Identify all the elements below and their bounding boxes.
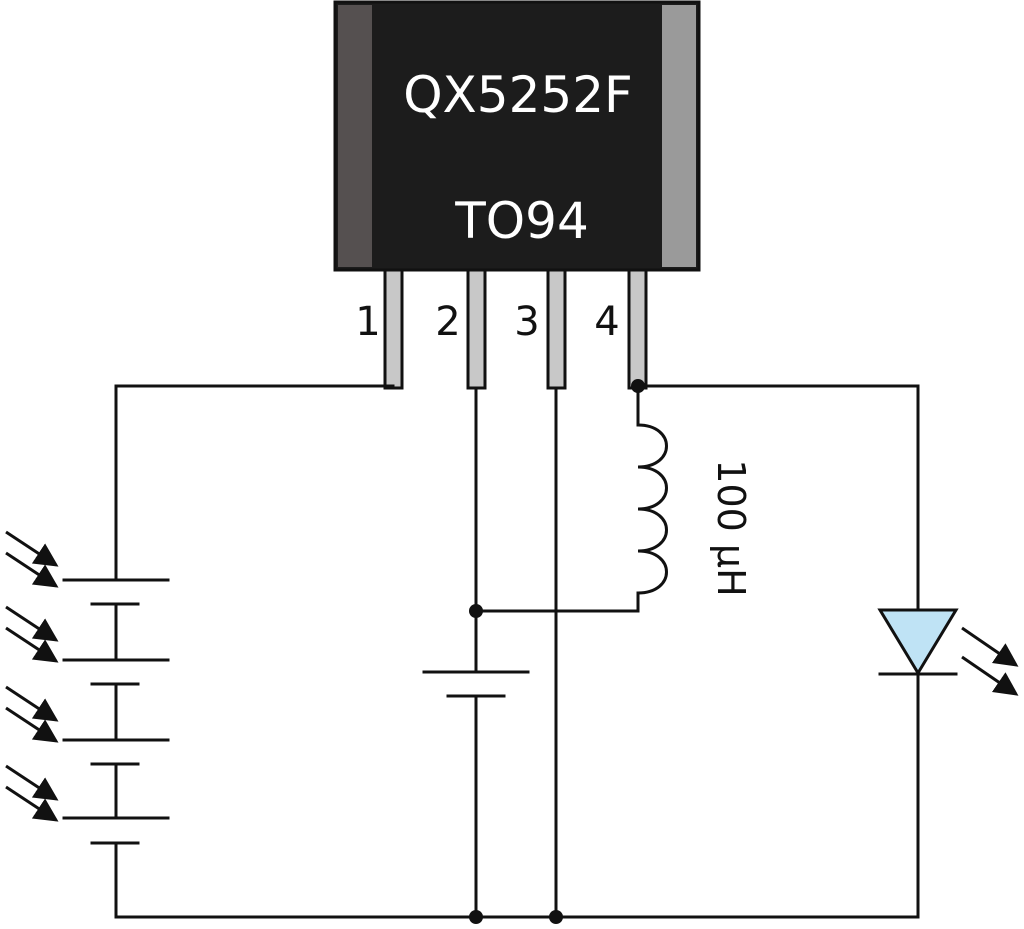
junction-ground-3 <box>549 910 563 924</box>
ic-right-band <box>662 5 696 267</box>
pin-4 <box>627 268 648 390</box>
ic-package-label: TO94 <box>454 192 589 250</box>
inductor-icon: 100 µH <box>636 423 753 597</box>
pin-3 <box>546 268 567 390</box>
junction-inductor-node <box>469 604 483 618</box>
wires <box>114 384 920 919</box>
ic-package: QX5252F TO94 <box>333 0 701 272</box>
pin-label-1: 1 <box>355 299 380 345</box>
junctions <box>469 379 645 924</box>
wire-pin4-to-led <box>636 384 920 612</box>
inductor-value: 100 µH <box>709 459 753 596</box>
led-icon <box>877 608 959 676</box>
wire-solar-to-ground <box>114 841 920 919</box>
battery-icon <box>422 670 530 698</box>
pin-1 <box>383 268 404 390</box>
pin-2 <box>466 268 487 390</box>
ic-part-number: QX5252F <box>403 66 633 124</box>
junction-ground-2 <box>469 910 483 924</box>
pin-label-2: 2 <box>435 299 460 345</box>
junction-pin4 <box>631 379 645 393</box>
wire-pin1-to-solar <box>114 384 395 582</box>
light-arrow-icon <box>5 530 59 822</box>
solar-cell-icon <box>62 578 170 845</box>
wire-inductor-to-node <box>474 593 640 613</box>
pin-label-4: 4 <box>594 299 619 345</box>
pin-label-3: 3 <box>514 299 539 345</box>
ic-left-band <box>338 5 372 267</box>
light-emission-icon <box>961 626 1019 696</box>
ic-pins: 1 2 3 4 <box>355 268 648 390</box>
ic-body <box>333 0 701 272</box>
